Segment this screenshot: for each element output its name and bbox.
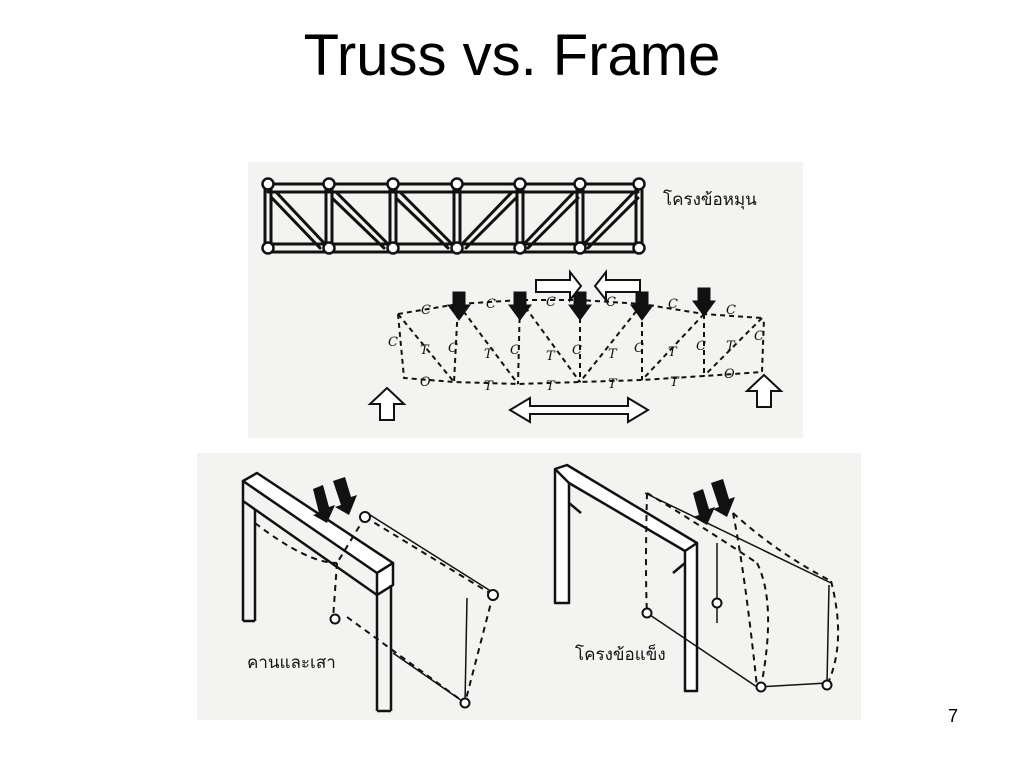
force-letter-t: T bbox=[608, 347, 618, 362]
force-letter-t: T bbox=[726, 339, 736, 354]
force-letter-t: T bbox=[546, 349, 556, 364]
beam-column-label: คานและเสา bbox=[247, 653, 336, 673]
truss-label: โครงข้อหมุน bbox=[663, 190, 757, 210]
force-letter-t: T bbox=[668, 345, 678, 360]
force-letter-c: C bbox=[726, 303, 736, 318]
force-letter-t: T bbox=[608, 377, 618, 392]
force-letter-c: C bbox=[388, 335, 398, 350]
frame-diagram-panel: คานและเสา โครงข้อแข็ง bbox=[197, 453, 861, 720]
force-letter-o: O bbox=[724, 367, 735, 382]
force-letter-c: C bbox=[486, 297, 496, 312]
page-number: 7 bbox=[948, 706, 959, 726]
force-letter-c: C bbox=[696, 339, 706, 354]
force-letter-c: C bbox=[668, 297, 678, 312]
force-letter-c: C bbox=[510, 343, 520, 358]
force-letter-t: T bbox=[484, 347, 494, 362]
force-letter-c: C bbox=[606, 295, 616, 310]
truss-drawing: C C C C C C C C C C C C C T T T T T T T … bbox=[261, 177, 784, 424]
force-letter-c: C bbox=[546, 295, 556, 310]
force-letter-c: C bbox=[572, 343, 582, 358]
force-letter-c: C bbox=[421, 303, 431, 318]
force-letter-t: T bbox=[670, 375, 680, 390]
truss-diagram-panel: C C C C C C C C C C C C C T T T T T T T … bbox=[248, 162, 803, 438]
force-letter-o: O bbox=[420, 375, 431, 390]
force-letter-c: C bbox=[754, 329, 764, 344]
force-letter-t: T bbox=[484, 379, 494, 394]
force-letter-t: T bbox=[420, 343, 430, 358]
force-letter-c: C bbox=[448, 341, 458, 356]
rigid-frame-label: โครงข้อแข็ง bbox=[575, 645, 666, 665]
force-letter-t: T bbox=[546, 379, 556, 394]
slide-title: Truss vs. Frame bbox=[303, 23, 721, 88]
force-letter-c: C bbox=[634, 341, 644, 356]
frame-drawing bbox=[241, 463, 840, 713]
